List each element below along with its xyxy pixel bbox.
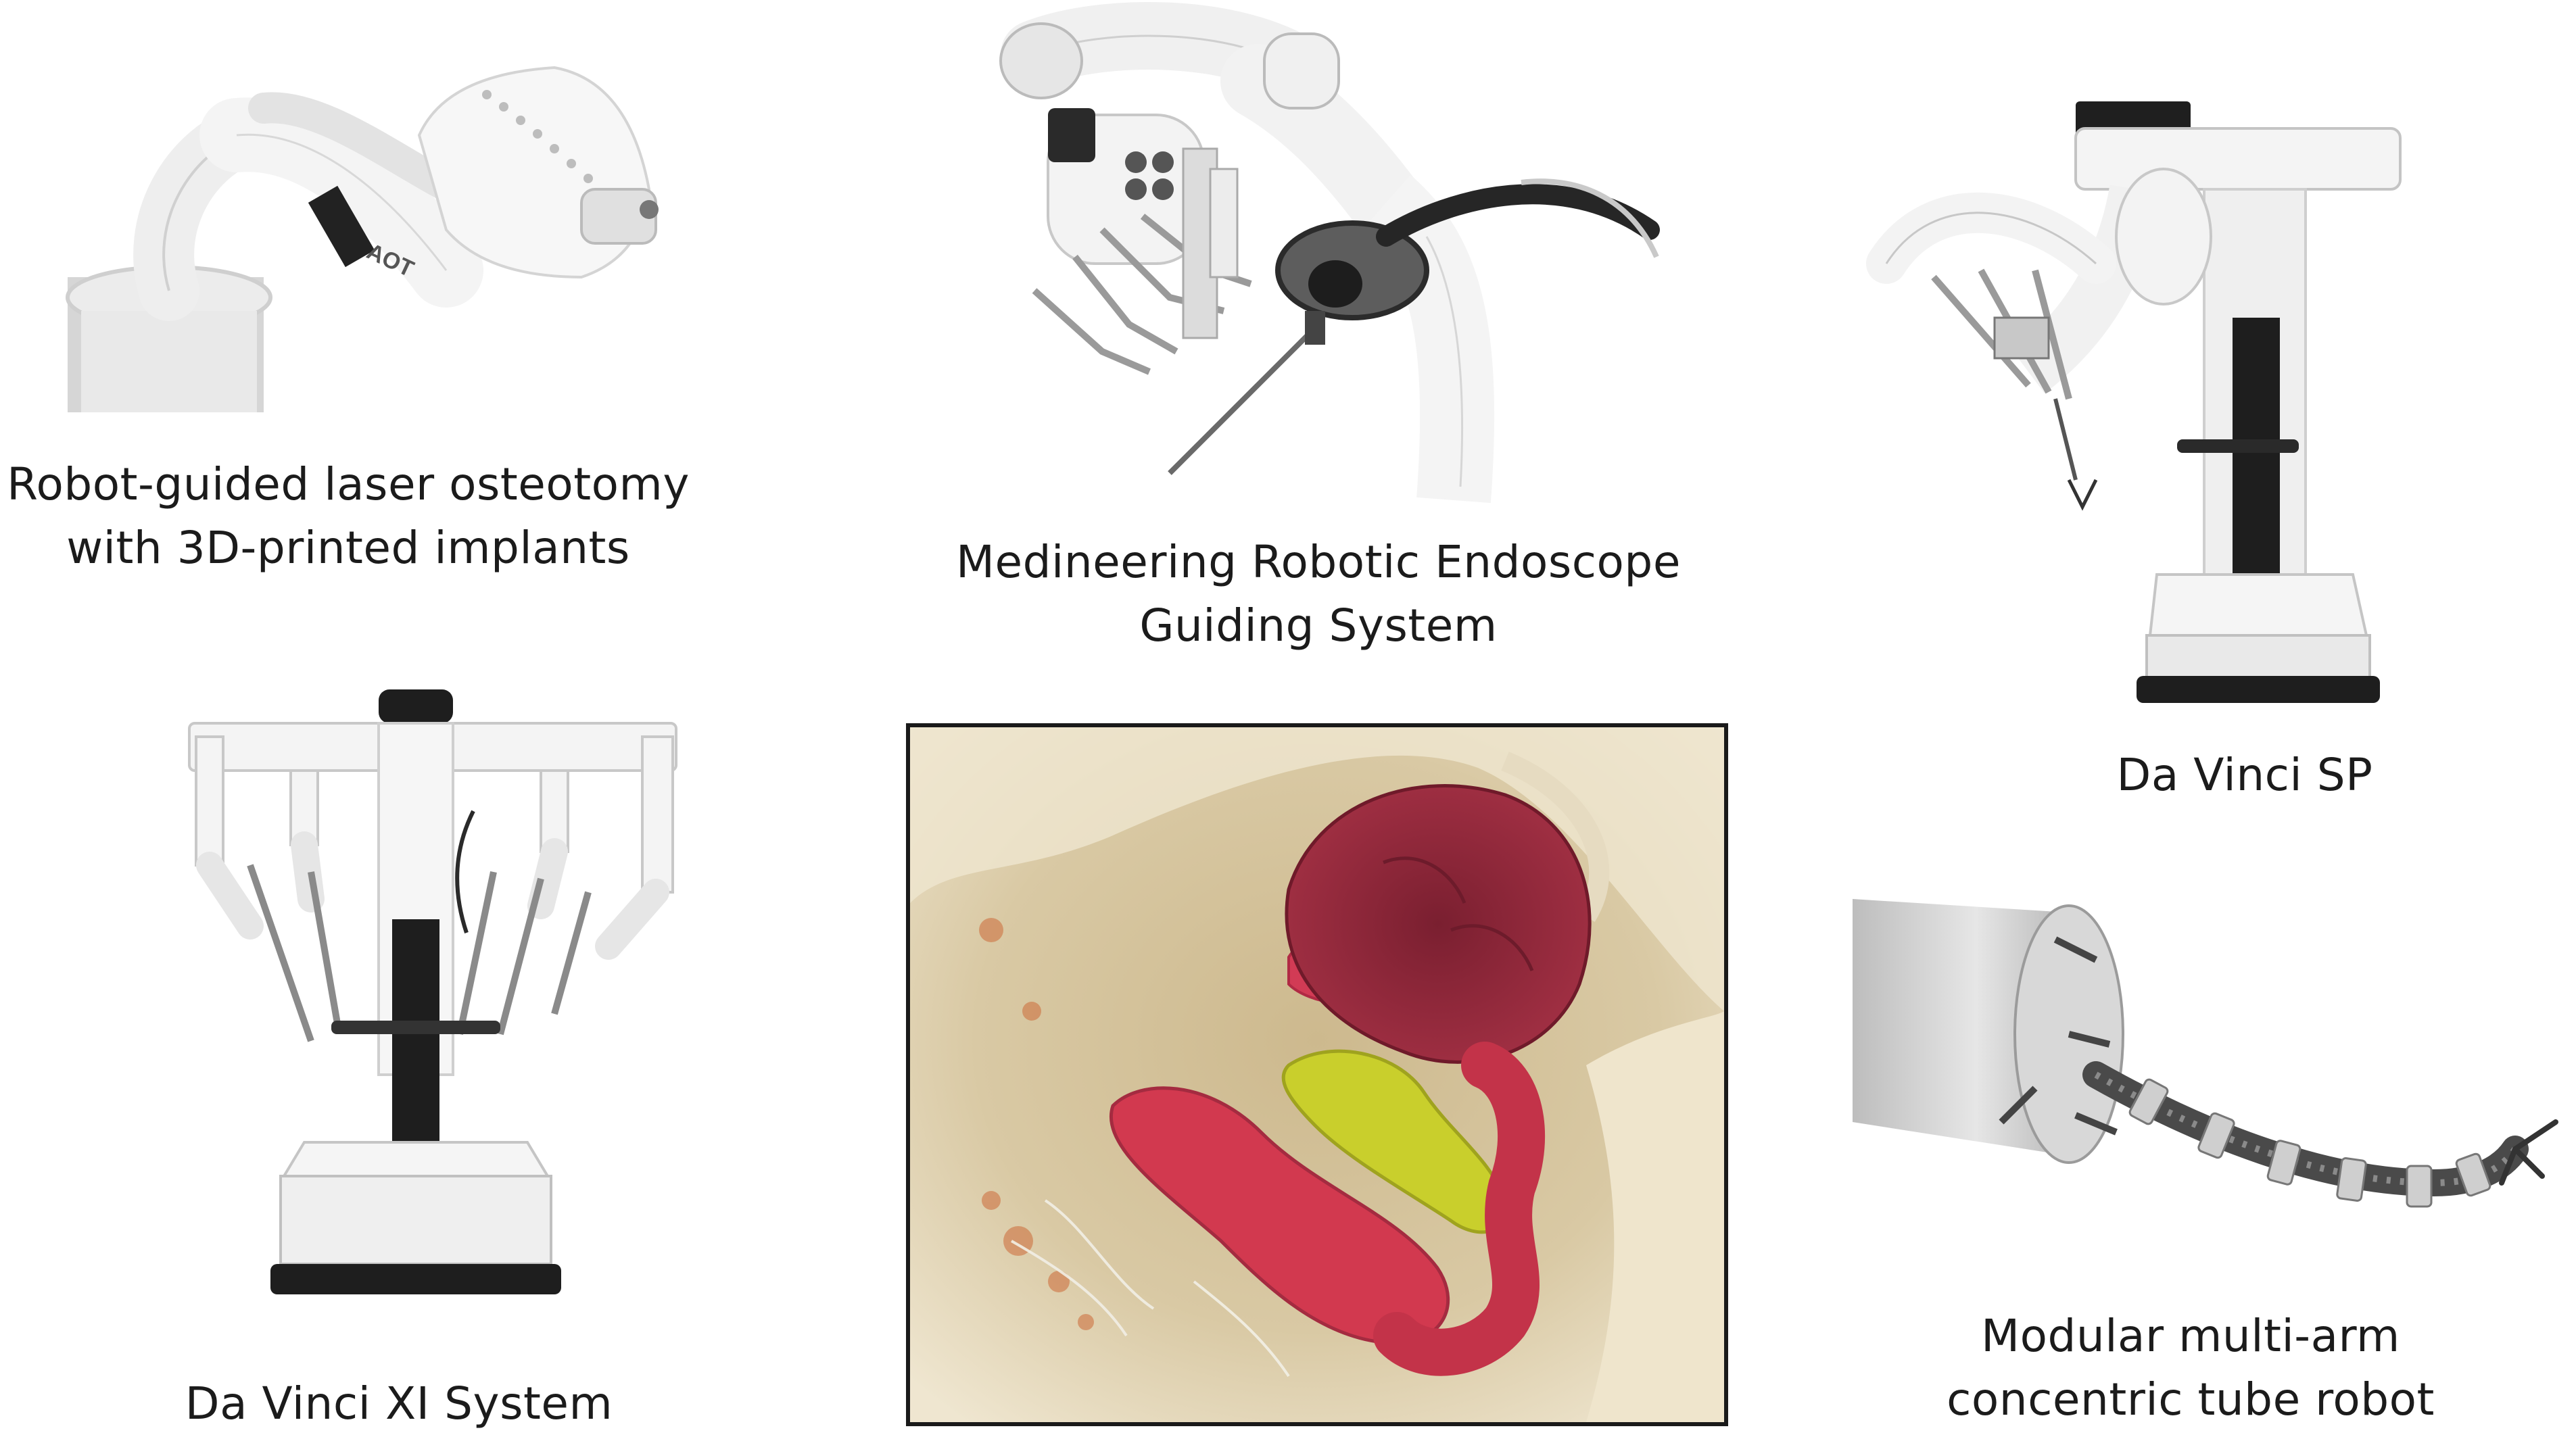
caption-line: with 3D-printed implants — [66, 522, 630, 574]
caption-line: Da Vinci XI System — [185, 1378, 613, 1430]
davinci-sp-panel — [1866, 88, 2420, 710]
caption-line: Da Vinci SP — [2116, 749, 2373, 801]
anatomy-render-panel — [906, 723, 1728, 1426]
medineering-robot-image — [999, 1, 1660, 504]
davinci-xi-robot-image — [188, 689, 677, 1294]
laser-osteotomy-panel: AOT — [66, 54, 676, 419]
davinci-xi-panel — [176, 676, 690, 1325]
laser-osteotomy-caption: Robot-guided laser osteotomy with 3D-pri… — [0, 453, 696, 580]
concentric-tube-robot-image — [1853, 899, 2558, 1208]
davinci-sp-caption: Da Vinci SP — [1988, 744, 2502, 807]
davinci-xi-caption: Da Vinci XI System — [101, 1372, 696, 1436]
caption-line: Robot-guided laser osteotomy — [7, 458, 690, 510]
caption-line: Guiding System — [1139, 600, 1498, 652]
concentric-tube-panel — [1853, 899, 2569, 1250]
davinci-sp-robot-image — [1866, 101, 2402, 703]
caption-line: concentric tube robot — [1947, 1373, 2435, 1426]
medineering-panel — [967, 1, 1660, 504]
caption-line: Medineering Robotic Endoscope — [956, 536, 1681, 588]
anatomy-render-image — [910, 727, 1724, 1422]
concentric-tube-caption: Modular multi-arm concentric tube robot — [1853, 1305, 2529, 1432]
medineering-caption: Medineering Robotic Endoscope Guiding Sy… — [906, 531, 1731, 658]
laser-osteotomy-robot-image: AOT — [66, 66, 659, 412]
caption-line: Modular multi-arm — [1981, 1310, 2400, 1362]
